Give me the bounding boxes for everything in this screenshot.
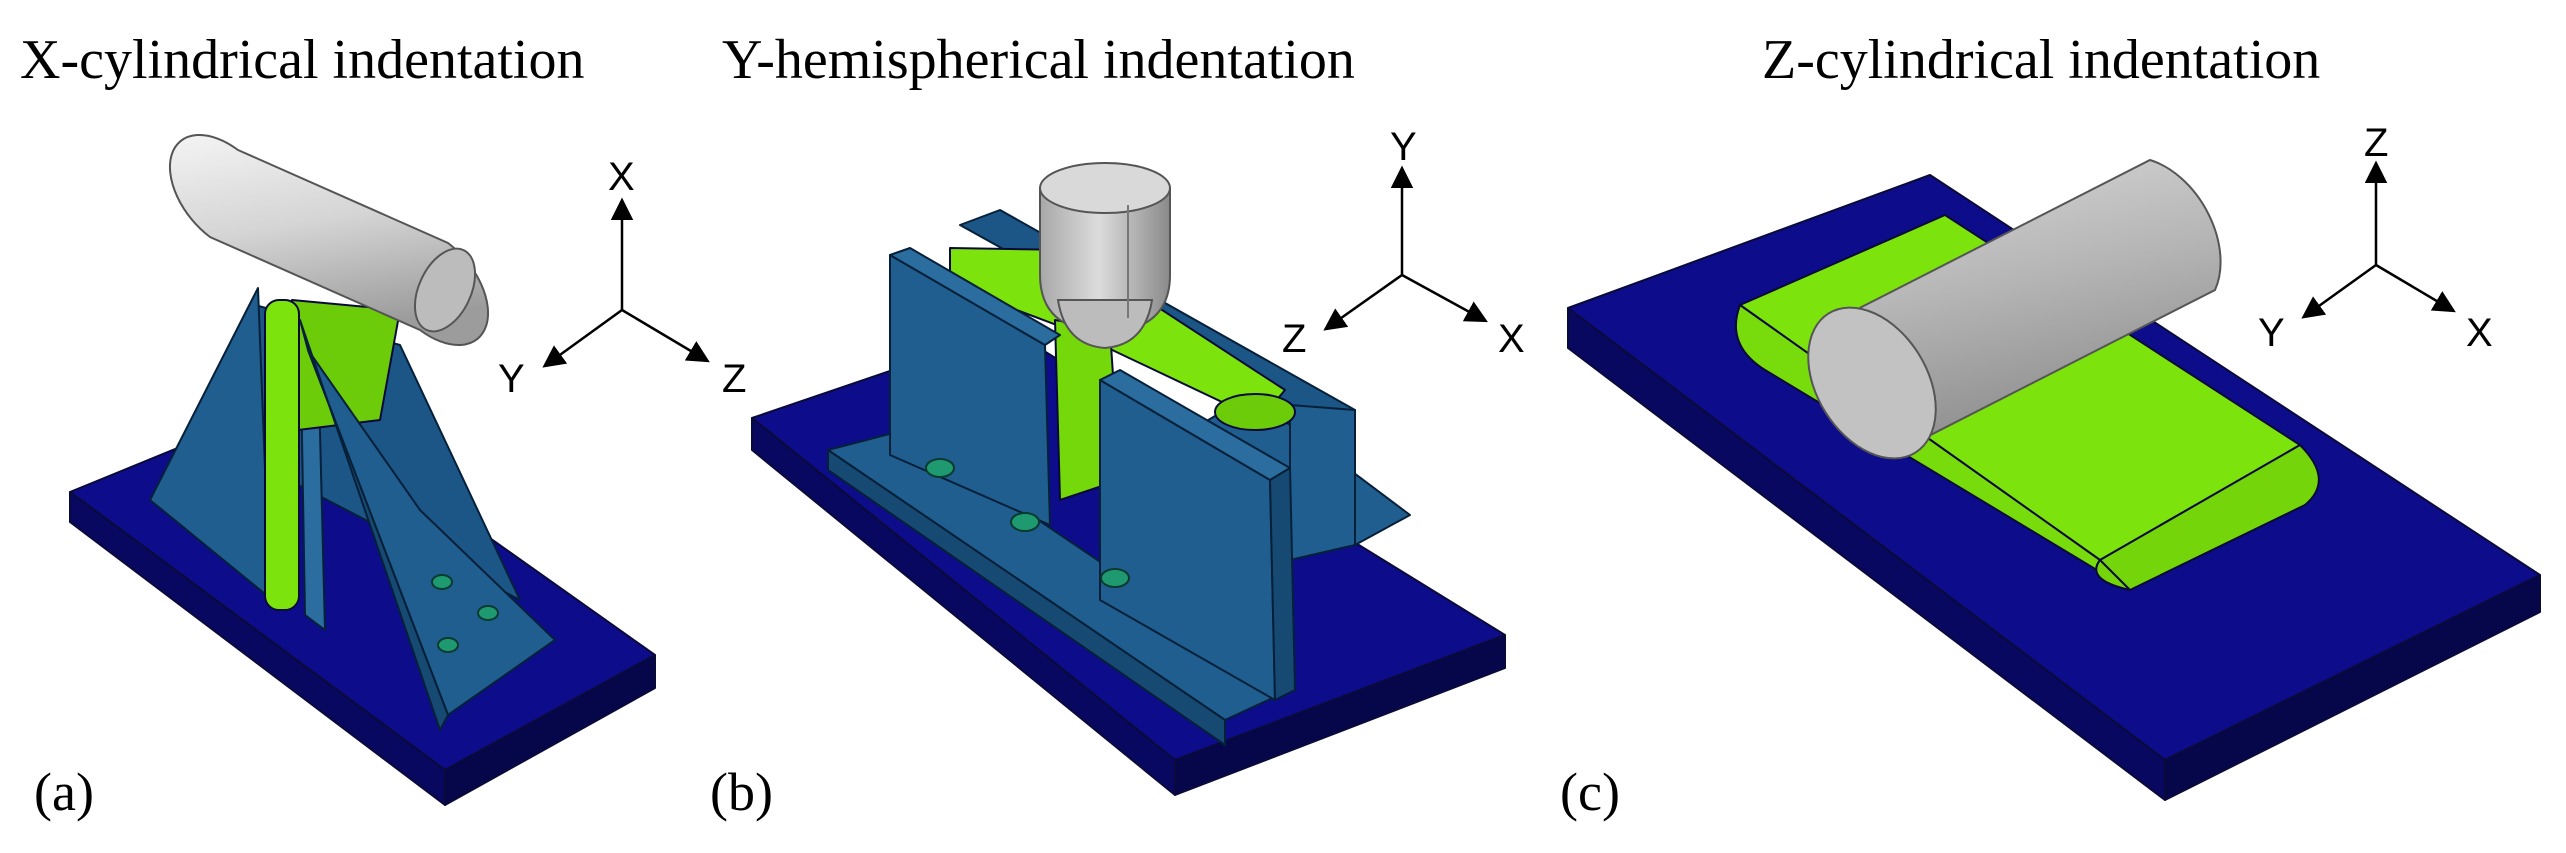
panel-c: Z-cylindrical indentation Z Y X (c) [1560,29,2541,822]
panel-c-axis-up-label: Z [2364,121,2388,165]
panel-c-specimen-right-end [2095,443,2320,592]
panel-b-axis-left-label: Z [1282,317,1306,361]
panel-a-axis-up-label: X [608,155,635,199]
panel-c-specimen-edge-line [2099,559,2131,591]
panel-b-axis-right-label: X [1498,317,1525,361]
panel-a-axis-left-label: Y [498,357,525,401]
panel-c-indenter-end [1807,306,1937,460]
panel-b-fixture-front-right-side [1269,467,1296,701]
panel-b-specimen-end [1214,393,1296,431]
panel-b-fixture-front-left-edge [889,247,1061,346]
panel-a-fixture-right-edge [299,319,449,731]
panel-b-base-plate-side [1174,634,1506,796]
panel-b-fixture-back-upright [1289,404,1356,561]
panel-b-label: (b) [710,762,773,822]
panel-b-bolt [1010,512,1040,532]
panel-a-specimen-front [264,299,300,611]
panel-c-base-plate-side [2164,574,2541,801]
panel-a-indenter [168,134,490,346]
panel-b-title: Y-hemispherical indentation [722,29,1355,91]
panel-b-bolt [925,458,955,478]
panel-b-model [751,162,1506,796]
panel-b-fixture-front-foot-edge [827,449,1226,746]
panel-a-indenter-end [413,247,477,333]
panel-c-axis-right-label: X [2466,311,2493,355]
panel-a-base-plate-side [444,654,656,806]
panel-b: Y-hemispherical indentation [710,29,1525,822]
panel-c-title: Z-cylindrical indentation [1762,29,2320,91]
panel-b-bolt [1100,568,1130,588]
panel-b-axis-up-label: Y [1390,125,1417,169]
panel-b-axis-triad: Y Z X [1282,125,1525,361]
panel-b-indenter-top [1039,162,1171,214]
panel-a-label: (a) [34,762,94,822]
panel-c-label: (c) [1560,762,1620,822]
panel-a-bolt [437,637,459,653]
panel-c-axis-triad: Z Y X [2258,121,2493,355]
panel-a-bolt [477,605,499,621]
panel-a-bolt [431,574,453,590]
panel-a-model [69,134,656,806]
panel-c-axis-left-label: Y [2258,311,2285,355]
panel-a-title: X-cylindrical indentation [20,29,584,91]
panel-c-model [1567,158,2541,801]
panel-a-axis-right-label: Z [722,357,746,401]
panel-a-axis-triad: X Y Z [498,155,746,401]
panel-a: X-cylindrical indentation [20,29,746,822]
